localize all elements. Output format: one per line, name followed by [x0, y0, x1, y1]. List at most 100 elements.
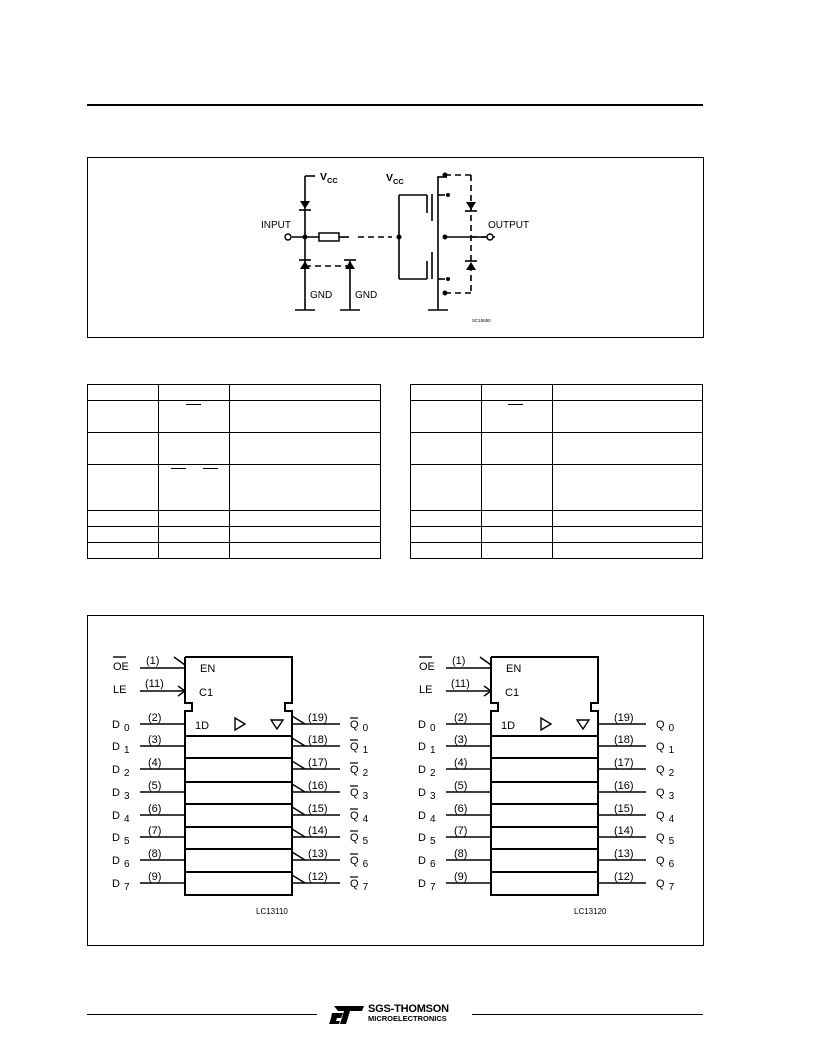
overline-mark — [186, 404, 201, 405]
le-label: LE — [419, 684, 432, 696]
output-pin-number: (16) — [308, 780, 328, 792]
le-label: LE — [113, 684, 126, 696]
io-equivalent-circuit-panel — [87, 157, 704, 338]
oe-pin: (1) — [146, 655, 159, 667]
output-pin-number: (16) — [614, 780, 634, 792]
output-pin-number: (14) — [308, 825, 328, 837]
output-pin-number: (18) — [308, 734, 328, 746]
output-pin-number: (19) — [614, 712, 634, 724]
header-rule — [87, 104, 703, 106]
input-pin-number: (8) — [148, 848, 161, 860]
input-pin-number: (7) — [148, 825, 161, 837]
input-pin-number: (9) — [454, 871, 467, 883]
input-pin-number: (2) — [148, 712, 161, 724]
truth-table-left — [87, 384, 381, 559]
output-pin-number: (12) — [614, 871, 634, 883]
oe-label: OE — [419, 661, 435, 673]
logic-code: LC13110 — [256, 907, 288, 916]
le-pin: (11) — [145, 678, 164, 690]
input-pin-number: (5) — [148, 780, 161, 792]
overline-mark — [508, 404, 523, 405]
footer-rule-right — [472, 1014, 703, 1015]
input-pin-number: (4) — [454, 757, 467, 769]
brand-line2: MICROELECTRONICS — [368, 1014, 447, 1023]
input-pin-number: (2) — [454, 712, 467, 724]
output-pin-number: (12) — [308, 871, 328, 883]
vcc-right-label: VCC — [386, 172, 404, 186]
gnd-right-label: GND — [355, 290, 377, 301]
d1-label: 1D — [501, 720, 515, 732]
logic-code: LC13120 — [574, 907, 607, 916]
output-pin-number: (13) — [614, 848, 634, 860]
oe-label: OE — [113, 661, 129, 673]
output-pin-number: (15) — [308, 803, 328, 815]
output-label: OUTPUT — [488, 220, 529, 231]
en-label: EN — [506, 663, 521, 675]
input-pin-number: (5) — [454, 780, 467, 792]
input-pin-number: (8) — [454, 848, 467, 860]
overline-mark — [171, 468, 186, 469]
schematic-code: SC15650 — [472, 318, 491, 323]
input-pin-number: (6) — [454, 803, 467, 815]
d1-label: 1D — [195, 720, 209, 732]
output-pin-number: (17) — [614, 757, 634, 769]
overline-mark — [203, 468, 218, 469]
st-logo-icon — [329, 1006, 364, 1024]
truth-table-right — [410, 384, 703, 559]
input-pin-number: (3) — [148, 734, 161, 746]
input-label: INPUT — [261, 220, 291, 231]
logic-symbols-panel — [87, 615, 704, 946]
input-pin-number: (9) — [148, 871, 161, 883]
en-label: EN — [200, 663, 215, 675]
le-pin: (11) — [451, 678, 470, 690]
input-pin-number: (3) — [454, 734, 467, 746]
oe-pin: (1) — [452, 655, 465, 667]
gnd-left-label: GND — [310, 290, 332, 301]
footer-rule-left — [87, 1014, 317, 1015]
output-pin-number: (14) — [614, 825, 634, 837]
output-pin-number: (13) — [308, 848, 328, 860]
output-pin-number: (19) — [308, 712, 328, 724]
output-pin-number: (15) — [614, 803, 634, 815]
input-pin-number: (4) — [148, 757, 161, 769]
vcc-left-label: VCC — [320, 171, 338, 185]
brand-line1: SGS-THOMSON — [368, 1003, 449, 1015]
input-pin-number: (7) — [454, 825, 467, 837]
c1-label: C1 — [199, 687, 213, 699]
input-pin-number: (6) — [148, 803, 161, 815]
